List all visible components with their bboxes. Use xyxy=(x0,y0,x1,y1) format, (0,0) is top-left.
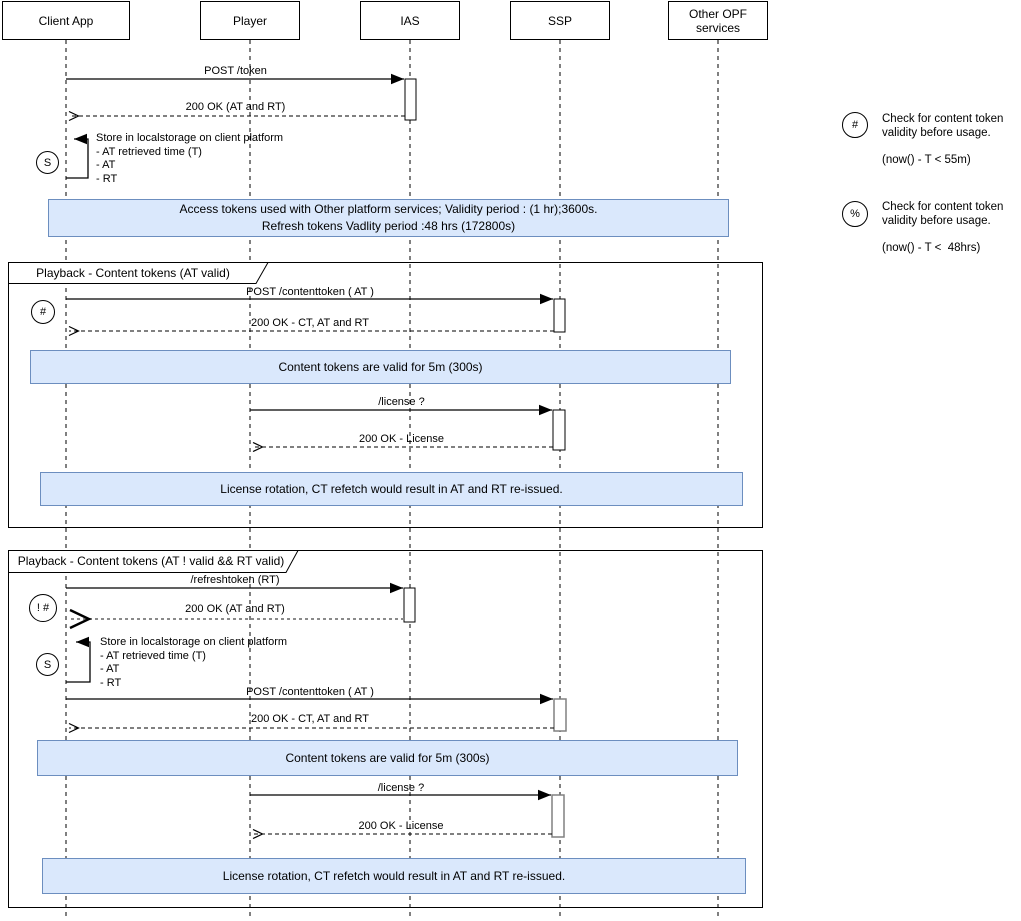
store-item: - RT xyxy=(100,676,122,689)
actor-label: Other OPF services xyxy=(688,6,747,35)
note-text: License rotation, CT refetch would resul… xyxy=(222,868,566,883)
frame1-title: Playback - Content tokens (AT valid) xyxy=(36,265,230,280)
actor-box-ias: IAS xyxy=(360,1,460,40)
actor-label: Player xyxy=(232,13,267,28)
label-ok-license-2: 200 OK - License xyxy=(358,820,444,832)
self-message-store-1 xyxy=(66,133,89,179)
note-text: Content tokens are valid for 5m (300s) xyxy=(278,359,483,374)
note-text: License rotation, CT refetch would resul… xyxy=(220,481,563,496)
legend-percent-badge: % xyxy=(842,201,868,227)
label-license-1: /license ? xyxy=(378,396,425,408)
store-block-1: Store in localstorage on client platform… xyxy=(96,132,283,186)
label-refreshtoken: /refreshtoken (RT) xyxy=(190,574,280,586)
badge-hash-frame1: # xyxy=(31,300,55,324)
badge-not-hash-frame2: ! # xyxy=(29,594,57,622)
activation-ias-1 xyxy=(404,78,417,121)
actor-box-client-app: Client App xyxy=(2,1,130,40)
badge-store-1: S xyxy=(36,151,59,174)
store-item: - AT xyxy=(100,663,120,675)
store-title: Store in localstorage on client platform xyxy=(100,636,288,648)
actor-box-ssp: SSP xyxy=(510,1,610,40)
note-text: Content tokens are valid for 5m (300s) xyxy=(285,750,490,765)
note-access-tokens-line2: Refresh tokens Vadlity period :48 hrs (1… xyxy=(261,219,516,233)
frame-playback-at-valid xyxy=(8,262,763,528)
store-item: - AT retrieved time (T) xyxy=(96,145,202,158)
label-post-contenttoken-1: POST /contenttoken ( AT ) xyxy=(246,286,374,298)
badge-store-2: S xyxy=(36,653,59,676)
label-license-2: /license ? xyxy=(377,782,425,794)
note-content-tokens-valid-1: Content tokens are valid for 5m (300s) xyxy=(30,350,731,384)
legend-percent-formula: (now() - T < 48hrs) xyxy=(882,242,981,254)
store-item: - AT retrieved time (T) xyxy=(100,649,206,662)
store-block-2: Store in localstorage on client platform… xyxy=(100,636,287,690)
label-ok-license-1: 200 OK - License xyxy=(359,433,444,445)
actor-box-player: Player xyxy=(200,1,300,40)
note-content-tokens-valid-2: Content tokens are valid for 5m (300s) xyxy=(37,740,738,776)
note-access-tokens-validity: Access tokens used with Other platform s… xyxy=(48,199,729,237)
legend-percent-text: Check for content token validity before … xyxy=(882,201,1004,227)
actor-label: IAS xyxy=(400,13,420,28)
actor-box-other-opf: Other OPF services xyxy=(668,1,768,40)
note-access-tokens-line1: Access tokens used with Other platform s… xyxy=(179,202,598,216)
label-post-token: POST /token xyxy=(204,65,267,77)
actor-label: Client App xyxy=(38,13,94,28)
legend-hash-text: Check for content token validity before … xyxy=(882,113,1004,139)
frame2-title: Playback - Content tokens (AT ! valid &&… xyxy=(17,554,285,568)
label-ok-at-rt-2: 200 OK (AT and RT) xyxy=(185,603,285,615)
frame-playback-at-invalid-rt-valid xyxy=(8,550,763,908)
label-ok-at-rt-1: 200 OK (AT and RT) xyxy=(185,101,286,113)
store-item: - AT xyxy=(96,159,116,171)
legend-hash-badge: # xyxy=(842,112,868,138)
actor-label: SSP xyxy=(547,13,572,28)
store-item: - RT xyxy=(96,172,118,185)
label-ok-ct-at-rt-1: 200 OK - CT, AT and RT xyxy=(251,317,369,329)
note-license-rotation-2: License rotation, CT refetch would resul… xyxy=(42,858,746,894)
store-title: Store in localstorage on client platform xyxy=(96,132,284,144)
note-license-rotation-1: License rotation, CT refetch would resul… xyxy=(40,472,743,506)
legend-hash-formula: (now() - T < 55m) xyxy=(882,154,971,166)
label-ok-ct-at-rt-2: 200 OK - CT, AT and RT xyxy=(251,713,369,725)
label-post-contenttoken-2: POST /contenttoken ( AT ) xyxy=(246,686,374,698)
